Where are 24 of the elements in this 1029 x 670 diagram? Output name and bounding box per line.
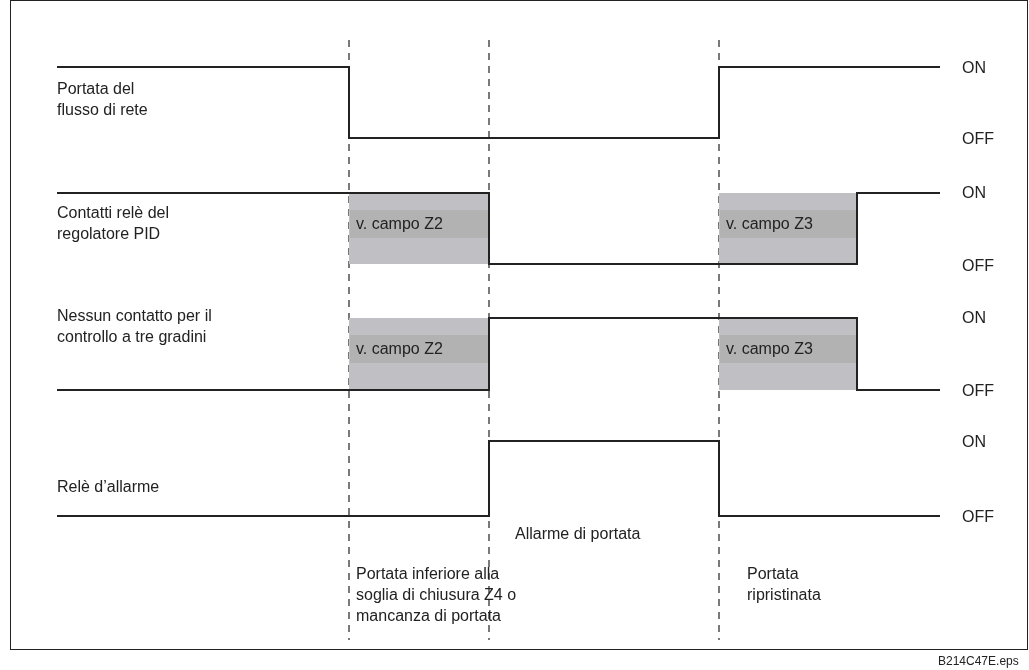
shaded-interval — [349, 318, 489, 390]
event-note: Portata ripristinata — [747, 564, 822, 605]
interval-label: v. campo Z3 — [720, 210, 856, 238]
shaded-interval — [719, 193, 857, 264]
file-reference: B214C47E.eps — [938, 654, 1019, 668]
state-label: OFF — [962, 507, 994, 527]
interval-label: v. campo Z2 — [350, 210, 488, 238]
state-label: OFF — [962, 129, 994, 149]
state-label: ON — [962, 58, 986, 78]
interval-label: v. campo Z2 — [350, 335, 488, 363]
event-note: Portata inferiore alla soglia di chiusura Z4 o mancanza di portata — [356, 564, 518, 626]
state-label: OFF — [962, 381, 994, 401]
state-label: ON — [962, 183, 986, 203]
shaded-interval — [349, 193, 489, 264]
interval-label: v. campo Z3 — [720, 335, 856, 363]
state-label: ON — [962, 308, 986, 328]
signal-name: Relè d’allarme — [57, 477, 160, 497]
signal-name: Contatti relè del regolatore PID — [57, 203, 171, 244]
signal-name: Portata del flusso di rete — [57, 79, 149, 120]
state-label: OFF — [962, 256, 994, 276]
event-note: Allarme di portata — [515, 524, 641, 544]
signal-name: Nessun contatto per il controllo a tre gradini — [57, 306, 213, 347]
shaded-interval — [719, 318, 857, 390]
state-label: ON — [962, 432, 986, 452]
